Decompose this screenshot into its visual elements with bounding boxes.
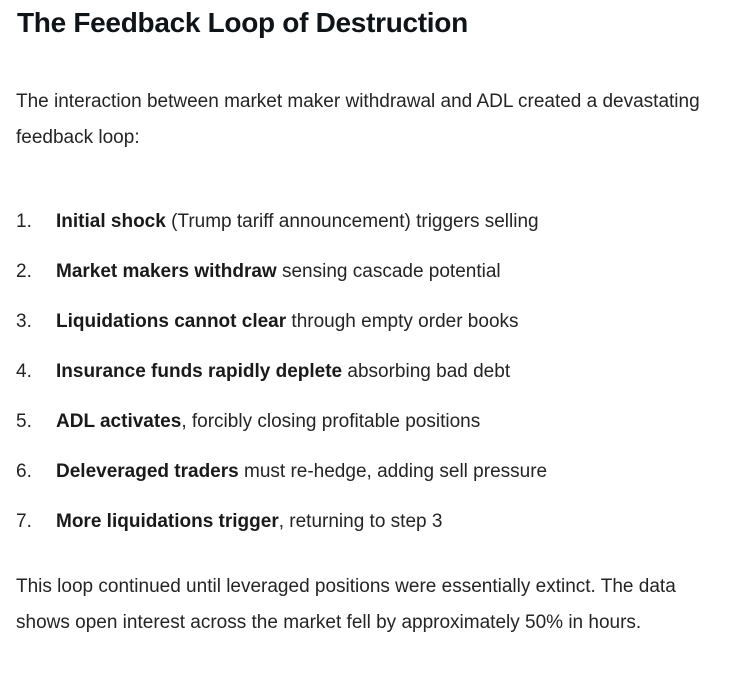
list-item-rest: (Trump tariff announcement) triggers sel…	[165, 211, 539, 232]
list-item-text: Liquidations cannot clear through empty …	[56, 304, 722, 340]
list-item-lead: Insurance funds rapidly deplete	[56, 361, 343, 382]
list-item-text: Market makers withdraw sensing cascade p…	[56, 254, 722, 290]
feedback-loop-list: 1. Initial shock (Trump tariff announcem…	[16, 204, 722, 540]
article-body: The Feedback Loop of Destruction The int…	[0, 4, 742, 641]
list-item-lead: Market makers withdraw	[56, 261, 277, 282]
list-item: 2. Market makers withdraw sensing cascad…	[16, 254, 722, 290]
list-item-lead: Liquidations cannot clear	[56, 311, 287, 332]
list-item-rest: through empty order books	[286, 311, 519, 332]
list-item: 7. More liquidations trigger, returning …	[16, 504, 722, 540]
list-item-text: ADL activates, forcibly closing profitab…	[56, 404, 722, 440]
list-item-number: 6.	[16, 461, 32, 482]
list-item-text: Insurance funds rapidly deplete absorbin…	[56, 354, 722, 390]
list-item-text: Deleveraged traders must re-hedge, addin…	[56, 454, 722, 490]
list-item-number: 2.	[16, 261, 32, 282]
closing-paragraph: This loop continued until leveraged posi…	[16, 576, 676, 633]
list-item-lead: More liquidations trigger	[56, 511, 279, 532]
list-item-rest: sensing cascade potential	[276, 261, 501, 282]
list-item: 6. Deleveraged traders must re-hedge, ad…	[16, 454, 722, 490]
list-item-lead: Deleveraged traders	[56, 461, 239, 482]
list-item-rest: must re-hedge, adding sell pressure	[238, 461, 548, 482]
list-item-number: 3.	[16, 311, 32, 332]
list-item: 3. Liquidations cannot clear through emp…	[16, 304, 722, 340]
list-item-rest: , forcibly closing profitable positions	[181, 411, 481, 432]
intro-paragraph: The interaction between market maker wit…	[16, 91, 700, 148]
list-item-rest: absorbing bad debt	[342, 361, 511, 382]
list-item-lead: Initial shock	[56, 211, 166, 232]
page-title: The Feedback Loop of Destruction	[17, 7, 468, 38]
list-item-number: 4.	[16, 361, 32, 382]
list-item-text: More liquidations trigger, returning to …	[56, 504, 722, 540]
list-item: 1. Initial shock (Trump tariff announcem…	[16, 204, 722, 240]
list-item: 4. Insurance funds rapidly deplete absor…	[16, 354, 722, 390]
list-item-lead: ADL activates	[56, 411, 182, 432]
list-item-number: 5.	[16, 411, 32, 432]
list-item-number: 7.	[16, 511, 32, 532]
list-item-number: 1.	[16, 211, 32, 232]
list-item: 5. ADL activates, forcibly closing profi…	[16, 404, 722, 440]
list-item-rest: , returning to step 3	[278, 511, 443, 532]
list-item-text: Initial shock (Trump tariff announcement…	[56, 204, 722, 240]
